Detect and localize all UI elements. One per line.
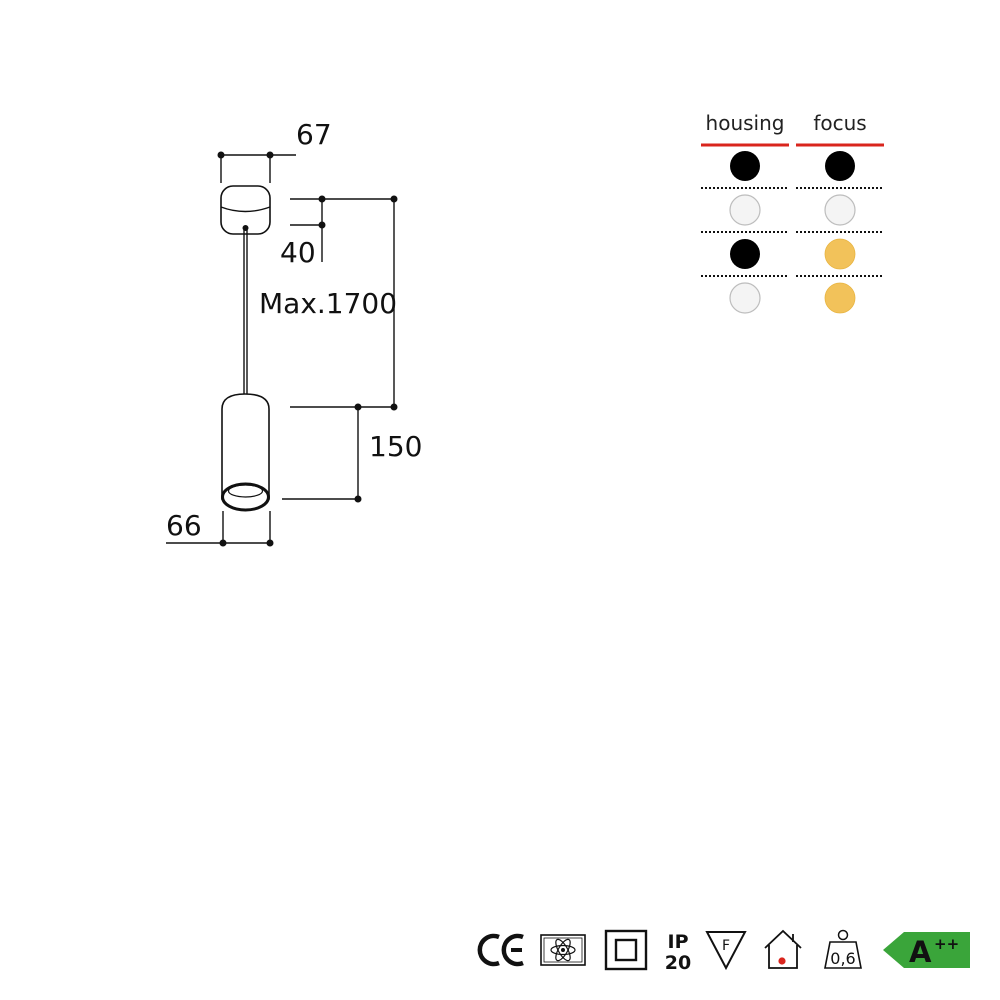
focus-header: focus <box>813 111 866 135</box>
housing-swatch-white <box>729 194 761 226</box>
housing-header: housing <box>706 111 785 135</box>
dimension-canopy-height: 40 <box>280 195 394 269</box>
row-dividers <box>701 187 884 277</box>
housing-swatch-black <box>730 151 760 181</box>
ip-label: IP <box>668 931 689 953</box>
double-insulation-icon <box>604 929 648 971</box>
canopy-width-label: 67 <box>296 118 332 151</box>
focus-swatch-white <box>824 194 856 226</box>
dimension-body-diameter: 66 <box>166 509 274 547</box>
ip-rating-label: 20 <box>665 952 691 974</box>
weight-label: 0,6 <box>830 949 855 968</box>
indoor-use-icon <box>764 929 802 969</box>
weight-icon: 0,6 <box>824 929 862 969</box>
canopy-drawing <box>220 185 271 235</box>
certification-row: CE IP 20 F <box>0 0 970 974</box>
housing-swatch-black <box>730 239 760 269</box>
dimension-canopy-width: 67 <box>217 118 332 183</box>
cylinder-body-drawing <box>221 393 270 512</box>
body-diameter-label: 66 <box>166 509 202 542</box>
ce-label: CE <box>0 0 2 1</box>
energy-class-sup-label: ++ <box>934 935 959 953</box>
f-mark-icon: F <box>705 931 747 971</box>
dimension-cable-length: Max.1700 <box>259 195 398 411</box>
body-height-label: 150 <box>369 430 422 463</box>
ce-icon: CE <box>0 0 524 967</box>
energy-class-icon: A ++ <box>883 932 970 969</box>
focus-swatch-black <box>825 151 855 181</box>
technical-drawing: 67 40 Max.1700 150 <box>166 118 422 547</box>
housing-swatch-white <box>729 282 761 314</box>
focus-swatch-gold <box>824 238 856 270</box>
ip20-icon: IP 20 <box>665 931 691 974</box>
f-mark-label: F <box>722 938 730 954</box>
electromagnetic-icon <box>540 934 586 966</box>
energy-class-label: A <box>909 935 932 969</box>
finish-table: housing focus <box>701 111 884 314</box>
focus-swatch-gold <box>824 282 856 314</box>
cable-drawing <box>243 230 248 396</box>
cable-length-label: Max.1700 <box>259 287 397 320</box>
dimension-body-height: 150 <box>282 403 422 503</box>
finish-swatches <box>729 151 856 314</box>
canopy-height-label: 40 <box>280 236 316 269</box>
